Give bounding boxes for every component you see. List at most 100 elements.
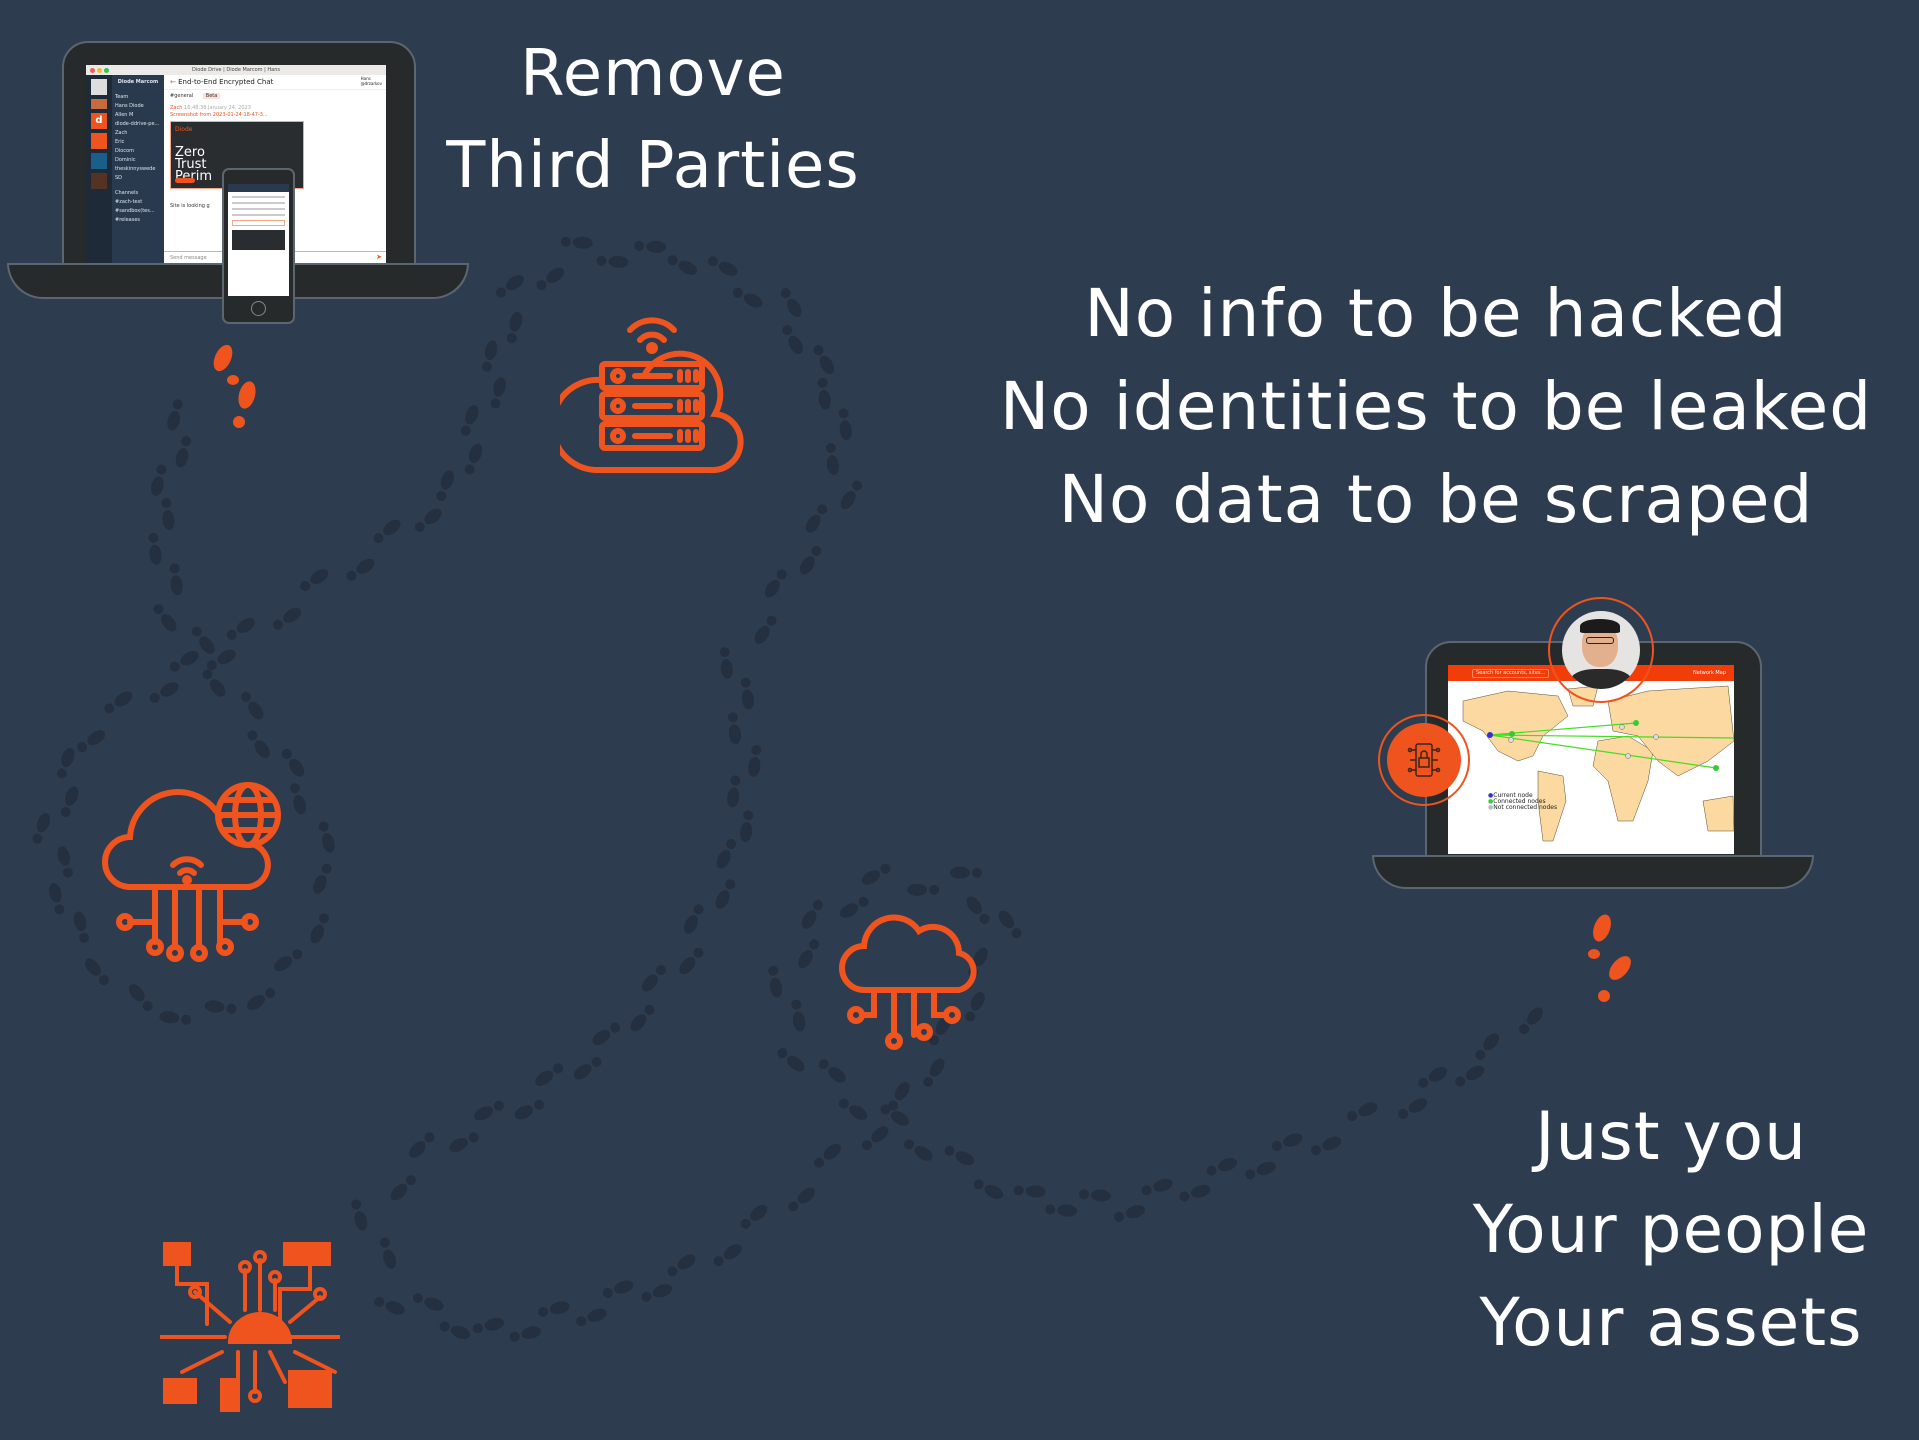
- footprint: [490, 377, 506, 409]
- footprint: [754, 615, 777, 644]
- footprint: [1078, 1189, 1111, 1202]
- map-title: Network Map: [1692, 670, 1726, 676]
- footprint: [175, 436, 192, 468]
- map-search[interactable]: Search for accounts, sites...: [1472, 669, 1550, 678]
- footprint: [161, 498, 175, 530]
- footprint: [715, 879, 736, 909]
- footprint: [482, 340, 498, 372]
- footprint: [1271, 1133, 1303, 1152]
- laptop-base: [1372, 855, 1814, 889]
- footprint: [247, 730, 270, 759]
- preview-brand: Diode: [175, 126, 193, 133]
- footprint: [840, 480, 863, 510]
- footprint: [274, 949, 303, 972]
- footprint: [412, 1293, 444, 1311]
- footprint: [1475, 1033, 1500, 1060]
- south-america: [1537, 770, 1567, 842]
- footprint: [923, 1058, 945, 1087]
- footprint: [202, 669, 226, 697]
- channel-item[interactable]: #zach-test: [115, 199, 143, 205]
- footprint: [777, 1048, 805, 1072]
- message-file-link[interactable]: Screenshot from 2023-01-24 18-47-3...: [170, 112, 268, 118]
- footprint: [814, 1143, 841, 1168]
- team-label: Team: [115, 94, 129, 100]
- send-icon[interactable]: ➤: [376, 253, 382, 261]
- footprint: [667, 255, 698, 275]
- composer-placeholder: Send message: [170, 255, 207, 261]
- team-member[interactable]: Dominic: [115, 157, 136, 163]
- footprint: [838, 408, 852, 441]
- footprint: [740, 1205, 768, 1229]
- footprint: [374, 1296, 405, 1315]
- footprint: [32, 813, 51, 844]
- footprint: [740, 810, 754, 843]
- footprint: [788, 1187, 816, 1212]
- phone: [222, 168, 295, 324]
- footprint: [768, 965, 783, 998]
- cloud-server-wifi-icon: [560, 317, 744, 474]
- headline-your-assets: Your assets: [1479, 1284, 1863, 1361]
- footprint: [56, 747, 75, 779]
- headline-no-data: No data to be scraped: [1058, 461, 1814, 538]
- chat-header: ← End-to-End Encrypted Chat Hans@drzarko…: [164, 75, 386, 90]
- window-titlebar: Diode Drive | Diode Marcom | Hans: [86, 65, 386, 75]
- footprint: [77, 730, 106, 753]
- legend-current: Current node: [1493, 792, 1533, 799]
- africa: [1592, 735, 1654, 822]
- footprint: [409, 1132, 435, 1158]
- team-member[interactable]: theskinnyswede: [115, 166, 156, 172]
- footprint: [791, 999, 806, 1032]
- footprint: [727, 712, 742, 745]
- map-legend: ●Current node ●Connected nodes ●Not conn…: [1488, 792, 1558, 811]
- footprint: [782, 325, 803, 355]
- team-member[interactable]: diode-ddrive-pe...: [115, 121, 160, 127]
- footprint: [732, 287, 763, 308]
- team-member[interactable]: Eric: [115, 139, 125, 145]
- footprint: [748, 745, 762, 777]
- footprint: [861, 863, 891, 885]
- footprint: [888, 1082, 910, 1111]
- tab-general[interactable]: #general: [170, 93, 194, 99]
- cloud-network-icon: [839, 914, 977, 1050]
- chat-tabs: #general Beta: [170, 93, 221, 99]
- footprint: [713, 1244, 742, 1267]
- footprint: [474, 1100, 504, 1121]
- message-time: 16:48:38 January 24, 2023: [184, 105, 251, 111]
- footprint: [560, 236, 593, 249]
- team-member[interactable]: Allen M: [115, 112, 134, 118]
- user-name: Hans: [360, 76, 371, 81]
- footprint: [153, 604, 177, 632]
- phone-screen: [228, 184, 289, 296]
- footprint: [272, 607, 302, 630]
- footprint: [907, 883, 940, 896]
- footprint: [149, 682, 179, 703]
- cloud-globe-network-icon: [102, 782, 281, 962]
- headline-no-info: No info to be hacked: [1084, 275, 1788, 352]
- footprint: [798, 939, 820, 969]
- network-chip-icon: [160, 1242, 340, 1412]
- footprint: [944, 1145, 975, 1166]
- legend-connected: Connected nodes: [1493, 798, 1546, 805]
- team-member[interactable]: SD: [115, 175, 123, 181]
- footprint: [495, 275, 524, 298]
- headline-your-people: Your people: [1472, 1191, 1870, 1268]
- footprint: [727, 775, 741, 808]
- team-member[interactable]: Zach: [115, 130, 128, 136]
- footprint: [602, 1280, 634, 1298]
- footprint: [506, 311, 523, 344]
- team-member[interactable]: Diocom: [115, 148, 134, 154]
- footprint: [240, 691, 264, 720]
- headline-third-parties: Third Parties: [446, 129, 860, 203]
- team-member[interactable]: Hans Diode: [115, 103, 144, 109]
- footprints-end-icon: [1588, 914, 1631, 1002]
- screenshot-preview[interactable]: Diode Zero Trust Perim: [170, 121, 304, 189]
- eurasia: [1607, 685, 1734, 777]
- channel-item[interactable]: #sandbox(tes...: [115, 208, 155, 214]
- footprint: [1206, 1157, 1238, 1176]
- footprint: [825, 443, 839, 475]
- channel-item[interactable]: #releases: [115, 217, 141, 223]
- footprint: [805, 504, 828, 533]
- footprint: [1141, 1178, 1173, 1196]
- footprint: [73, 911, 90, 943]
